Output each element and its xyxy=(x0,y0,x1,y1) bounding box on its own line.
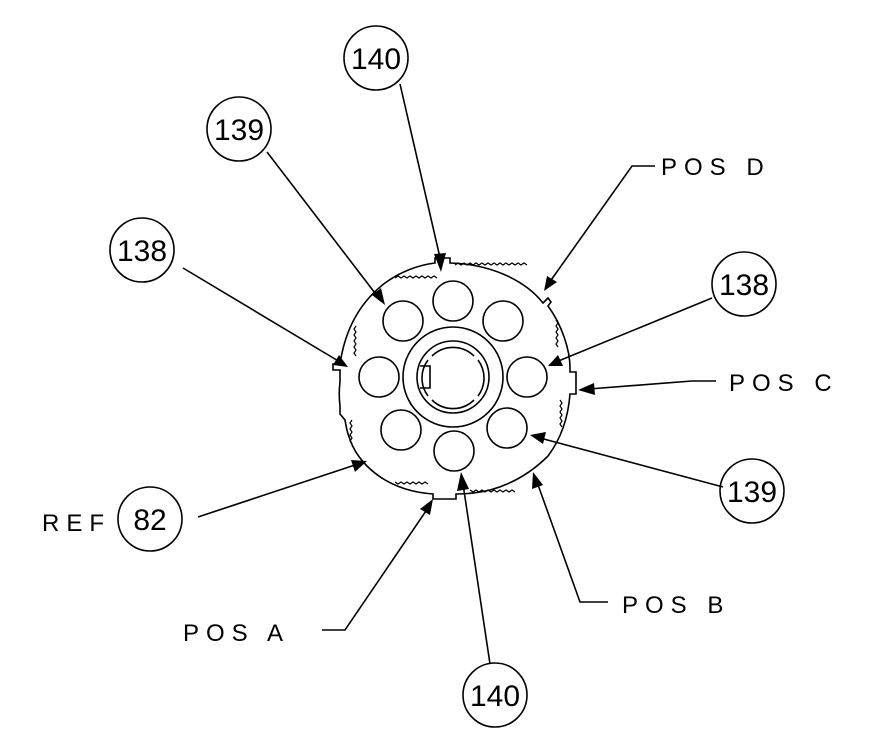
arrow-upper-left-139 xyxy=(372,288,385,305)
outer-ring xyxy=(332,257,577,500)
arrow-bottom-140 xyxy=(457,472,469,491)
balloon xyxy=(109,217,175,283)
bore-lower-right xyxy=(486,407,528,449)
leader-upper-left-139 xyxy=(266,151,379,298)
leader-pos-a xyxy=(322,507,429,631)
callout-ref-82: 82 xyxy=(117,486,183,552)
label-pos-d: POS D xyxy=(661,154,771,181)
hub-slot-left xyxy=(421,359,429,397)
arrow-right-138 xyxy=(548,355,563,366)
hub-slot-right xyxy=(477,359,485,397)
arrow-ref-82 xyxy=(351,460,367,472)
callout-bottom-140: 140 xyxy=(462,662,528,728)
balloon xyxy=(719,458,785,524)
leader-bottom-140 xyxy=(462,483,491,665)
leader-top-140 xyxy=(399,83,442,263)
balloon xyxy=(206,96,272,162)
serration xyxy=(349,262,563,493)
leader-pos-b xyxy=(536,481,608,603)
bore-top xyxy=(432,280,474,322)
leader-right-138 xyxy=(555,297,713,363)
leader-pos-c xyxy=(588,380,716,390)
leader-ref-82 xyxy=(197,463,359,518)
bore-upper-right xyxy=(482,300,524,342)
bore-lower-left xyxy=(380,409,422,451)
bores xyxy=(358,280,548,472)
balloon xyxy=(343,25,409,91)
label-pos-c: POS C xyxy=(729,370,839,397)
callout-number: 140 xyxy=(351,43,401,76)
leader-right-139 xyxy=(539,437,724,488)
callout-top-140: 140 xyxy=(343,25,409,91)
hub-slot-top xyxy=(431,346,475,357)
bore-upper-left xyxy=(382,300,424,342)
arrow-top-140 xyxy=(434,253,446,272)
leaders xyxy=(182,83,724,665)
callout-number: 139 xyxy=(727,476,777,509)
callout-right-139: 139 xyxy=(719,458,785,524)
balloon xyxy=(462,662,528,728)
bore-left xyxy=(358,356,400,398)
arrow-right-139 xyxy=(530,432,546,444)
label-pos-b: POS B xyxy=(622,592,730,619)
arrow-pos-a xyxy=(420,499,433,515)
arrow-pos-d xyxy=(544,276,557,291)
part-outline xyxy=(332,257,577,500)
label-ref: REF xyxy=(42,510,111,537)
balloon xyxy=(711,251,777,317)
callout-number: 138 xyxy=(719,269,769,302)
callout-number: 140 xyxy=(470,680,520,713)
callout-right-138: 138 xyxy=(711,251,777,317)
hub-inner-circle xyxy=(416,340,490,414)
hub-slot-bottom xyxy=(431,399,475,410)
balloon xyxy=(117,486,183,552)
callout-number: 138 xyxy=(117,235,167,268)
bore-right xyxy=(506,356,548,398)
callout-upper-left-139: 139 xyxy=(206,96,272,162)
arrow-pos-b xyxy=(532,472,543,489)
callout-number: 82 xyxy=(133,504,166,537)
callout-left-138: 138 xyxy=(109,217,175,283)
hub-key xyxy=(420,365,431,389)
center-hub xyxy=(402,326,504,428)
leader-pos-d xyxy=(548,165,655,284)
hub-outer-circle xyxy=(402,326,504,428)
label-pos-a: POS A xyxy=(183,620,290,647)
callout-number: 139 xyxy=(214,114,264,147)
arrow-left-138 xyxy=(333,355,348,367)
bore-bottom xyxy=(433,430,475,472)
arrow-pos-c xyxy=(578,383,595,395)
leader-left-138 xyxy=(182,267,341,363)
